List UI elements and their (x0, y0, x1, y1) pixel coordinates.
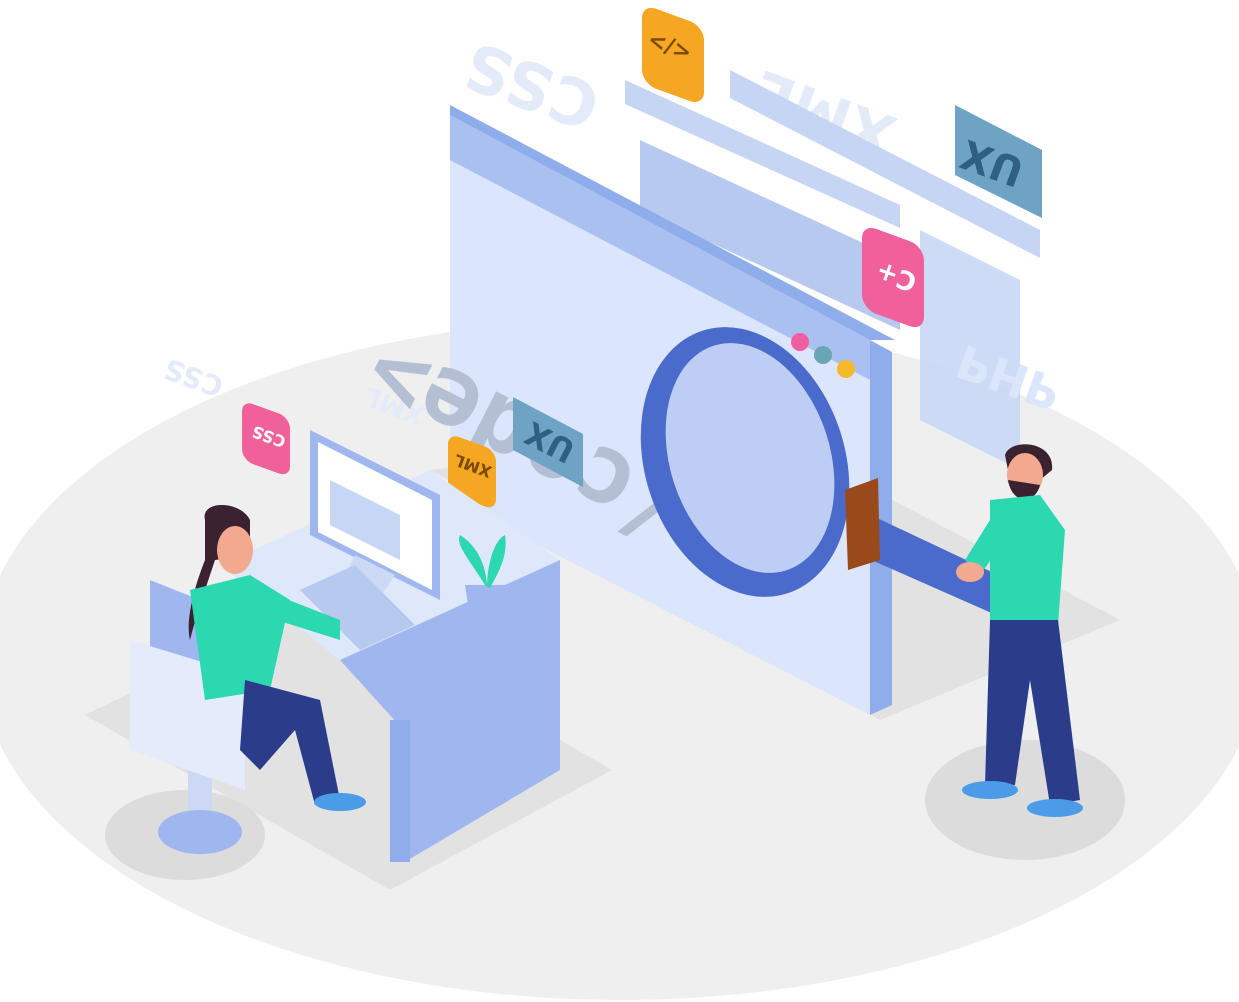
stripe-bar-1 (625, 80, 900, 228)
woman-shoe (314, 793, 366, 811)
badge-cplus (862, 227, 924, 328)
php-panel (920, 230, 1020, 470)
code-window-titlebar (450, 115, 870, 380)
window-dot-teal (814, 346, 832, 364)
plant-pot (465, 585, 505, 630)
stripe-bar-3 (640, 140, 900, 330)
man-shoe-left (962, 781, 1018, 799)
stripe-bar-2 (730, 70, 1040, 258)
ux-window-box (513, 397, 583, 487)
loupe-glass (665, 343, 835, 573)
window-dot-yellow (837, 360, 855, 378)
window-dot-pink (791, 333, 809, 351)
desk-front (340, 560, 560, 860)
man-hand (956, 562, 984, 582)
monitor-panel (330, 480, 400, 560)
desk-leg (390, 720, 410, 862)
man-legs (985, 620, 1080, 805)
css-small-float-label: CSS (160, 352, 228, 404)
loupe-handle (860, 510, 1030, 630)
code-window-top-edge (450, 105, 895, 340)
man-torso (990, 495, 1065, 625)
chair-base (158, 810, 242, 854)
man-shadow (925, 740, 1125, 860)
loupe-collar (845, 478, 880, 570)
ux-top-box (955, 105, 1042, 218)
badge-css (242, 403, 290, 475)
man-beard (1008, 480, 1040, 500)
badge-code-tag (642, 7, 704, 103)
keyboard (300, 565, 415, 650)
plant-leaves (459, 535, 506, 588)
woman-arm (245, 585, 340, 640)
woman-face (217, 526, 253, 574)
badge-xml (448, 436, 496, 508)
man-shoe-right (1027, 799, 1083, 817)
man-arm (965, 520, 1005, 575)
woman-legs (240, 680, 340, 805)
